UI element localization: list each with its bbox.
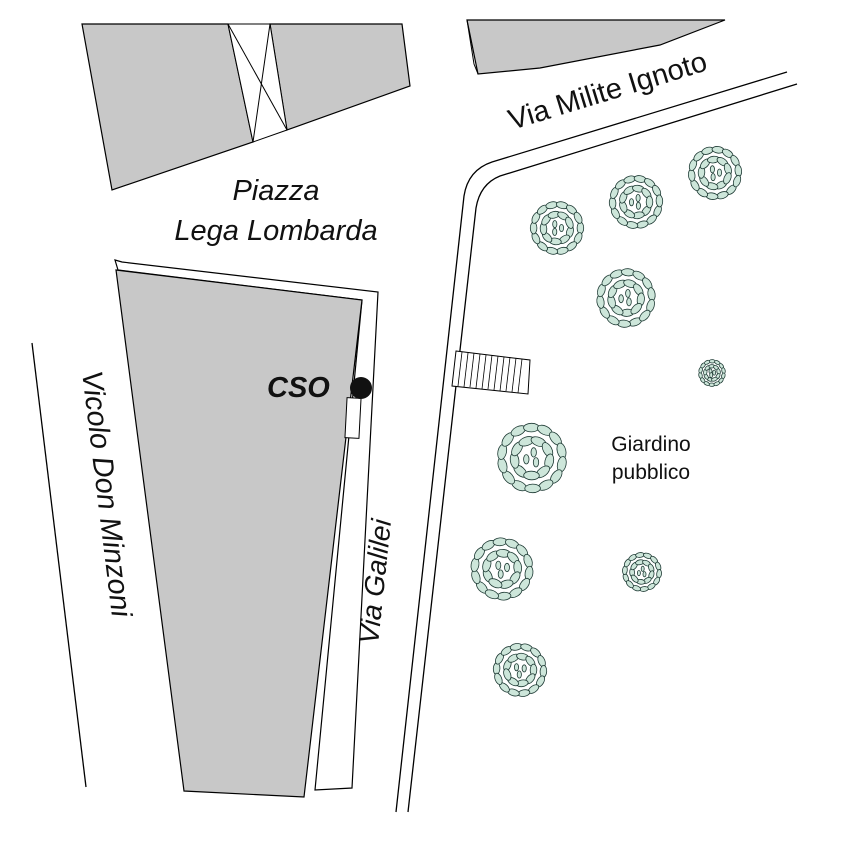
- building-main-block: [115, 269, 363, 798]
- building-block-b: [269, 23, 411, 131]
- label-cso: CSO: [267, 372, 330, 404]
- cso-marker-icon[interactable]: [350, 377, 372, 399]
- tree-canopy-icon: [698, 359, 726, 387]
- building-top-left: [81, 23, 411, 191]
- via-milite-ignoto-curb-outer: [395, 71, 788, 813]
- tree-canopy-icon: [529, 201, 585, 255]
- tree-canopy-icon: [492, 643, 548, 697]
- tree-canopy-icon: [596, 268, 656, 328]
- label-vicolo-don-minzoni: Vicolo Don Minzoni: [75, 369, 137, 620]
- building-block-a: [81, 23, 254, 191]
- staircase-icon: [451, 350, 531, 395]
- entrance-step: [344, 397, 362, 439]
- passage-cross-b: [252, 23, 271, 143]
- building-top-right-ledge: [466, 19, 479, 75]
- label-piazza-line2: Lega Lombarda: [174, 215, 377, 247]
- tree-canopy-icon: [497, 422, 567, 494]
- park-trees: [470, 146, 743, 697]
- vicolo-don-minzoni-edge: [31, 342, 87, 788]
- passage-cross-a: [227, 23, 288, 131]
- via-milite-ignoto-curb-inner: [407, 83, 798, 813]
- label-giardino-line1: Giardino: [611, 433, 690, 456]
- tree-canopy-icon: [608, 175, 664, 229]
- tree-canopy-icon: [622, 552, 662, 592]
- building-top-right: [466, 19, 726, 75]
- tree-canopy-icon: [470, 537, 534, 601]
- label-giardino-line2: pubblico: [612, 461, 690, 484]
- tree-canopy-icon: [687, 146, 743, 200]
- label-piazza-line1: Piazza: [232, 175, 319, 207]
